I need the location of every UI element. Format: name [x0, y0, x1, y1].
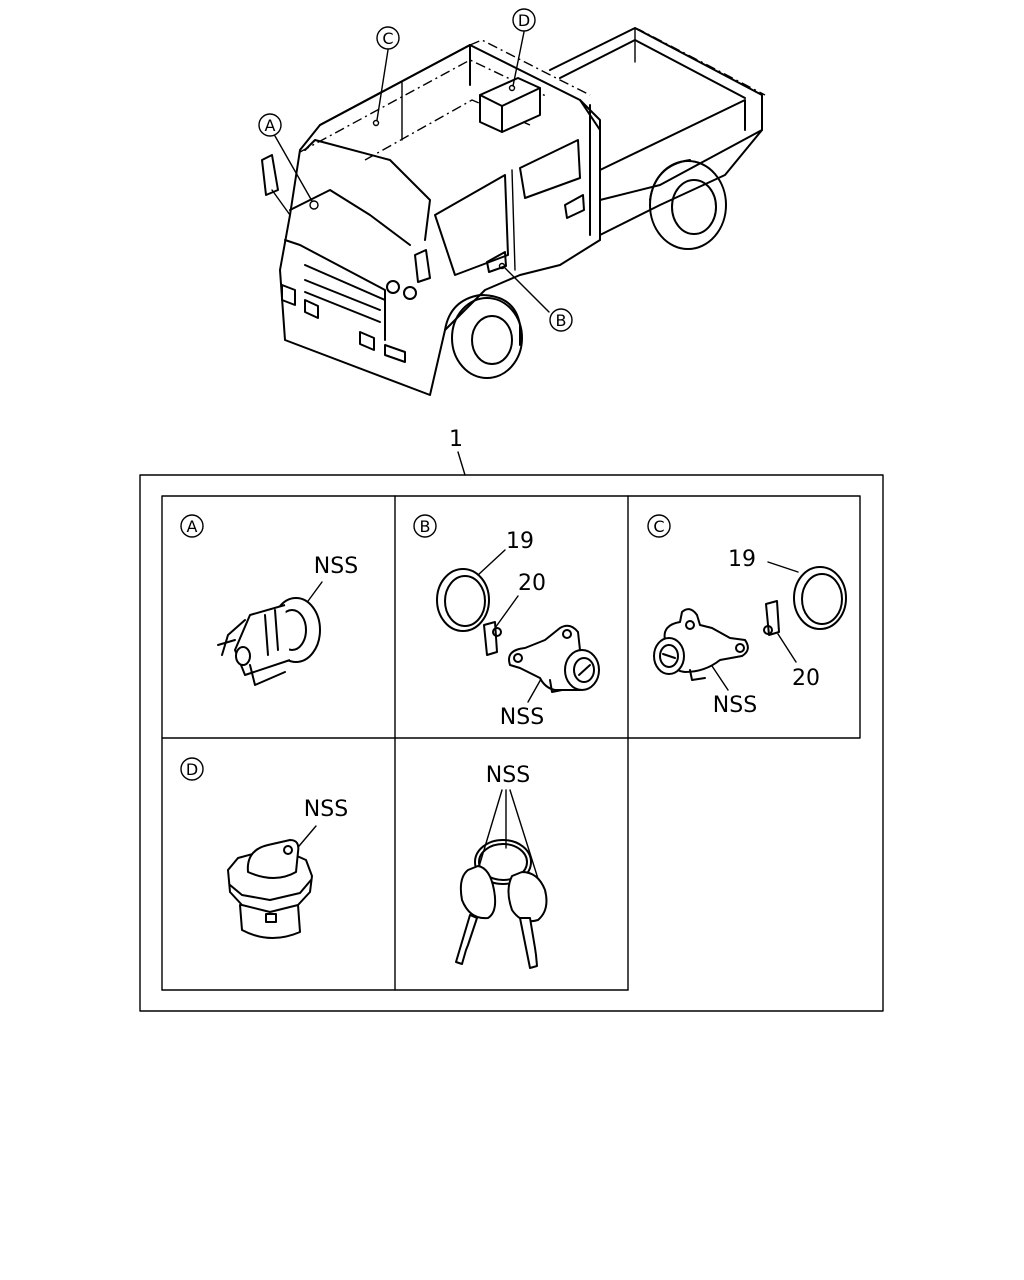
- panel-d-label: D: [186, 760, 198, 779]
- panel-b-badge: [413, 514, 437, 538]
- fuel-cap-lock: [227, 839, 313, 939]
- key-left: [455, 865, 497, 965]
- panel-a-badge: [180, 514, 204, 538]
- panel-b-clip-number: 20: [518, 571, 546, 596]
- panel-b-label: B: [420, 517, 431, 536]
- b-retainer-clip: [483, 621, 502, 656]
- panel-a-label: A: [187, 517, 198, 536]
- panel-d-part-label: NSS: [304, 797, 348, 822]
- panel-d-badge: [180, 757, 204, 781]
- c-door-lock-cylinder: [653, 608, 749, 681]
- panel-c-clip-number: 20: [792, 666, 820, 691]
- panel-b: B 19 20 NSS: [413, 514, 600, 730]
- panel-c-part-label: NSS: [713, 693, 757, 718]
- panel-grid: [161, 495, 861, 991]
- panel-keys-part-label: NSS: [486, 763, 530, 788]
- assembly-number: 1: [449, 427, 463, 452]
- callout-c-label: C: [382, 29, 393, 48]
- key-ring: [474, 839, 532, 885]
- truck-illustration: [261, 27, 766, 396]
- panel-c-ring-number: 19: [728, 547, 756, 572]
- callout-a: A: [258, 113, 282, 137]
- panel-a: A NSS: [180, 514, 358, 686]
- outer-frame: [139, 474, 884, 1012]
- panel-a-part-label: NSS: [314, 554, 358, 579]
- assembly-leader: [457, 451, 466, 476]
- key-right: [507, 871, 548, 969]
- panel-keys: NSS: [455, 763, 548, 969]
- callout-a-label: A: [265, 116, 276, 135]
- b-door-lock-cylinder: [508, 624, 600, 693]
- c-gasket-ring: [793, 566, 847, 630]
- c-retainer-clip: [763, 600, 780, 636]
- panel-b-part-label: NSS: [500, 705, 544, 730]
- ignition-lock-cylinder: [217, 597, 321, 686]
- callout-b-label: B: [556, 311, 567, 330]
- panel-b-ring-number: 19: [506, 529, 534, 554]
- callout-b: B: [549, 308, 573, 332]
- callout-c: C: [376, 26, 400, 50]
- callout-d: D: [512, 8, 536, 32]
- panel-d: D NSS: [180, 757, 348, 939]
- panel-c-badge: [647, 514, 671, 538]
- callout-d-label: D: [518, 11, 530, 30]
- panel-c: C 19 20 NSS: [647, 514, 847, 718]
- panel-c-label: C: [653, 517, 664, 536]
- b-gasket-ring: [436, 568, 490, 632]
